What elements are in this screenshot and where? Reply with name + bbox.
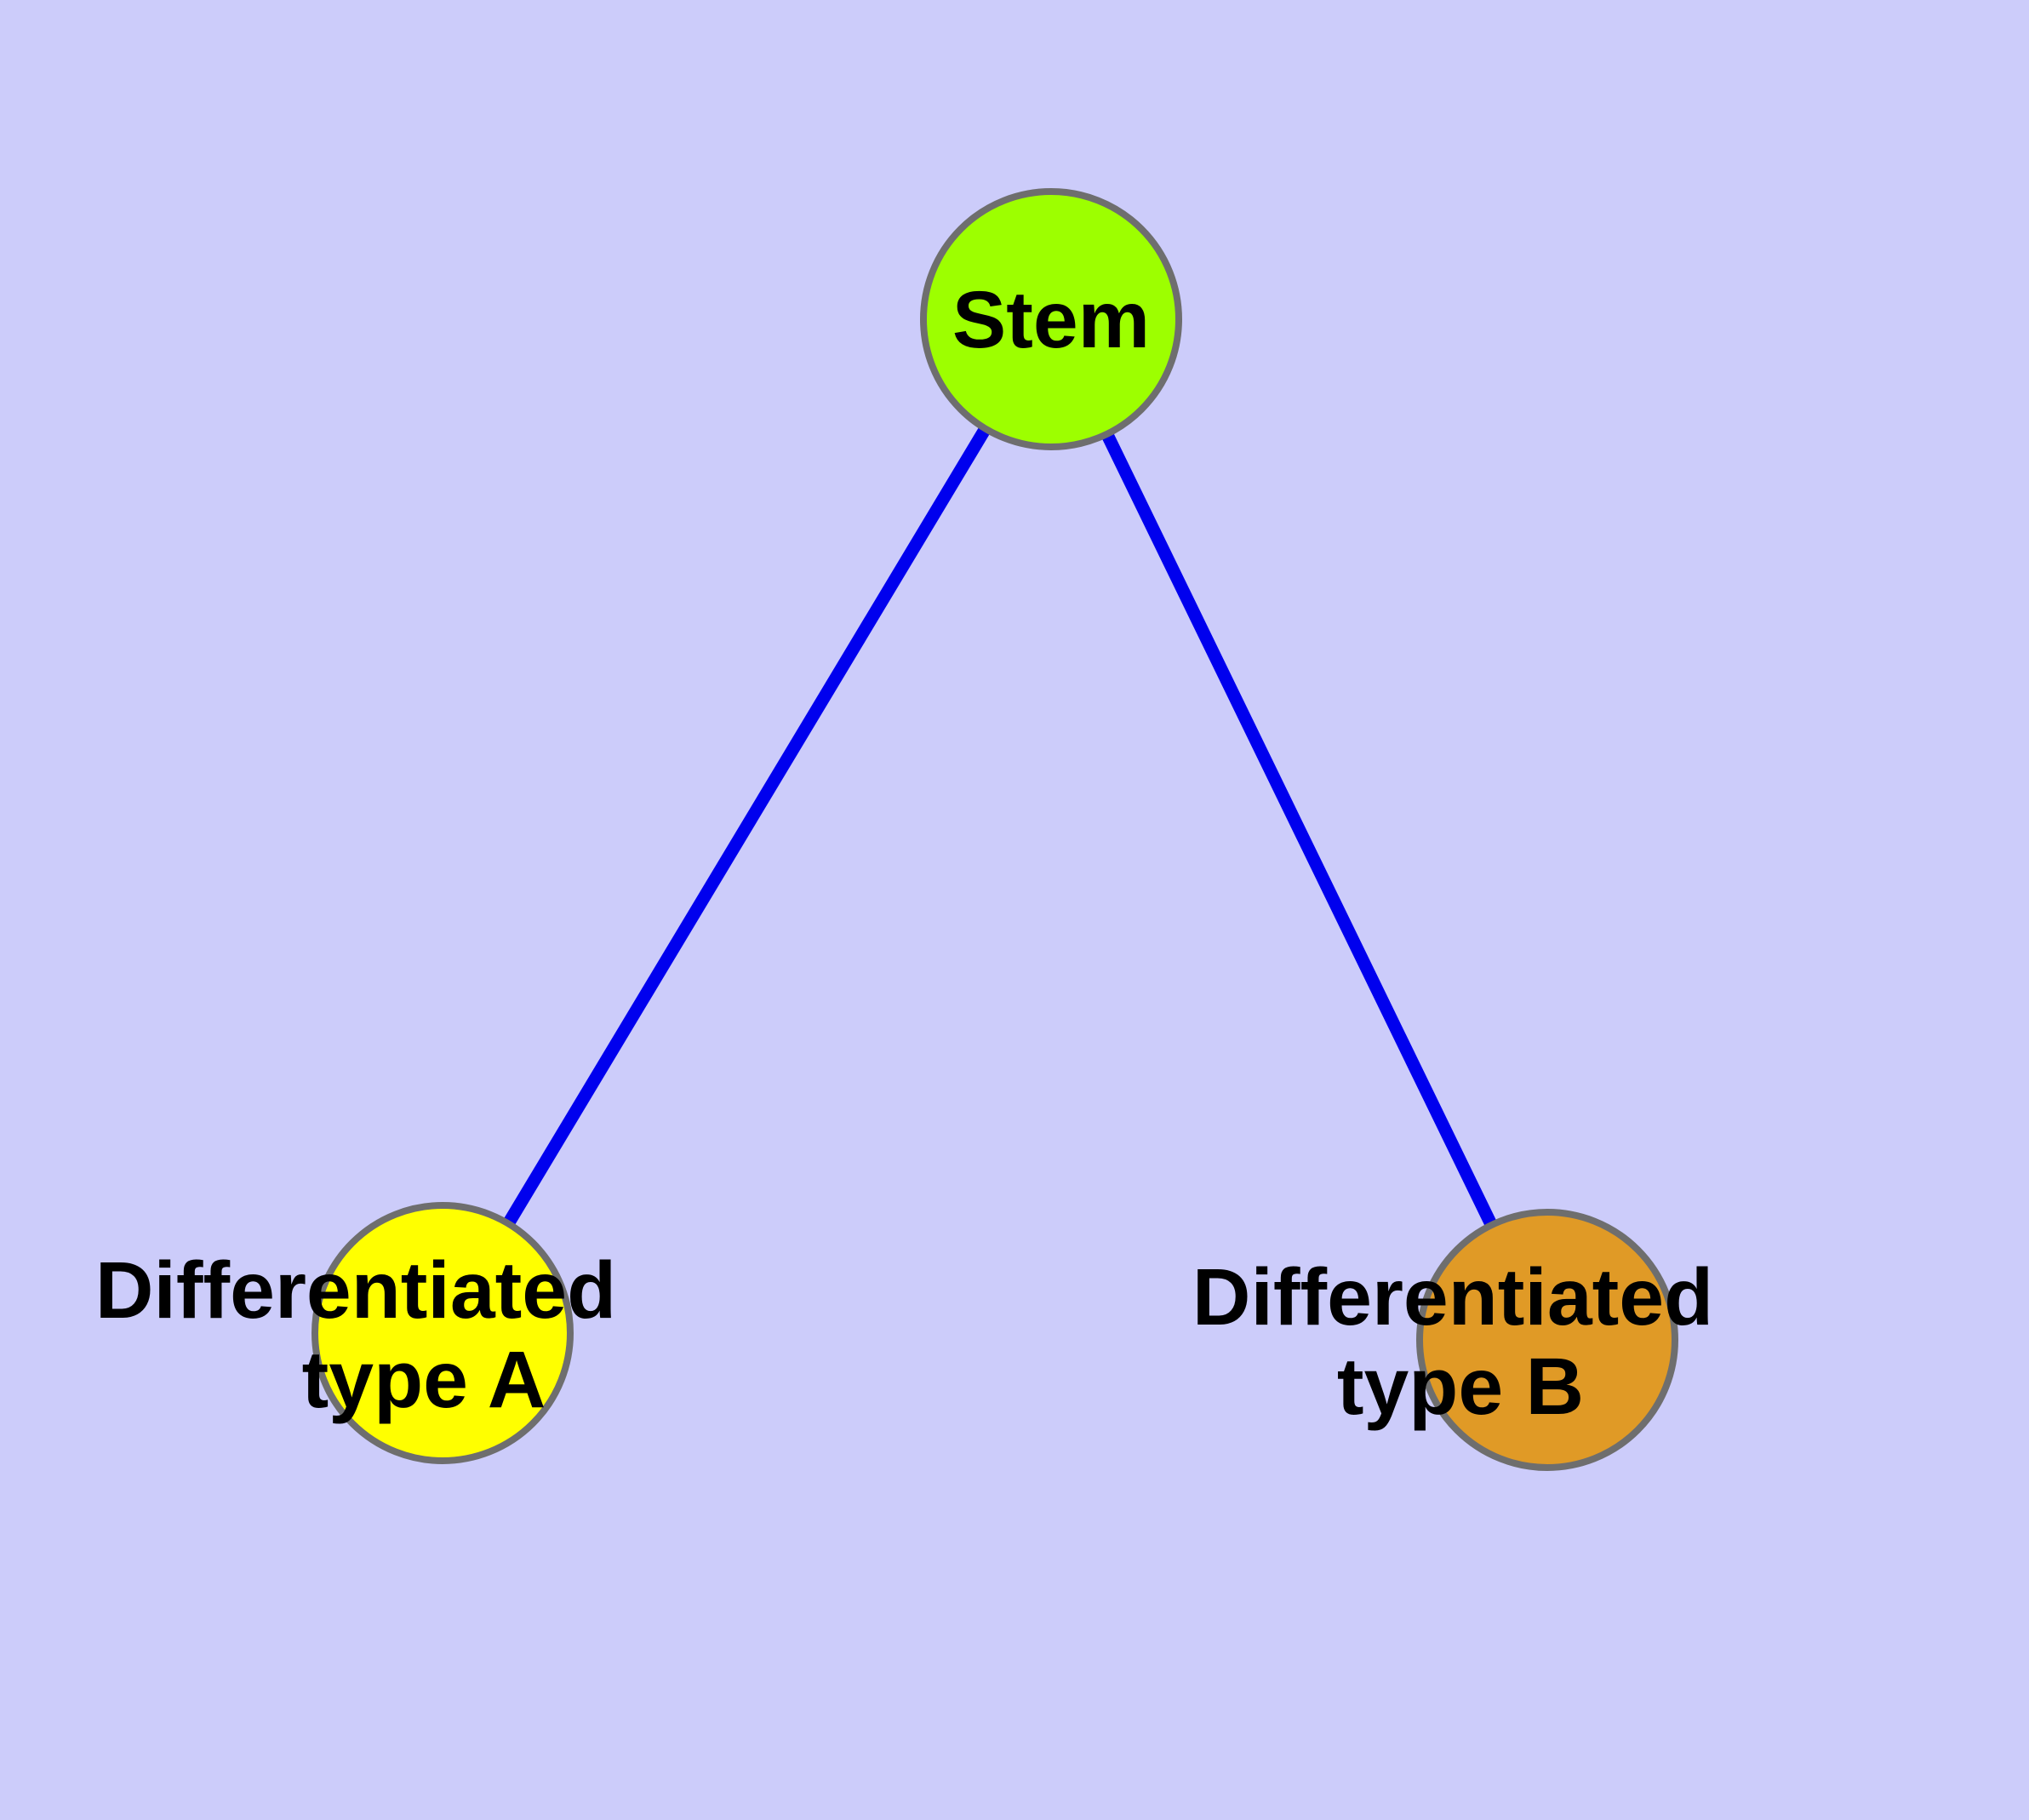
node-stem-circle[interactable] — [920, 188, 1182, 450]
node-differentiated-type-a[interactable] — [311, 1202, 574, 1464]
edge-stem-to-differentiated-type-a[interactable] — [437, 316, 1057, 1336]
node-differentiated-type-a-circle[interactable] — [311, 1202, 574, 1464]
label-layer: Stem Differentiated type A Differentiate… — [95, 275, 1713, 1432]
node-differentiated-type-b-circle[interactable] — [1416, 1209, 1678, 1471]
node-differentiated-type-b-label-line-1: Differentiated — [1192, 1252, 1713, 1342]
node-differentiated-type-a-label-line-1: Differentiated — [95, 1245, 616, 1336]
node-stem[interactable] — [920, 188, 1182, 450]
node-differentiated-type-b[interactable] — [1416, 1209, 1678, 1471]
edge-layer — [437, 316, 1553, 1343]
node-layer — [311, 188, 1678, 1471]
node-differentiated-type-b-label-line-2: type B — [1337, 1342, 1584, 1432]
node-differentiated-type-a-label-line-2: type A — [302, 1335, 546, 1425]
node-stem-label-line-1: Stem — [952, 275, 1150, 365]
edge-stem-to-differentiated-type-b[interactable] — [1045, 316, 1553, 1343]
